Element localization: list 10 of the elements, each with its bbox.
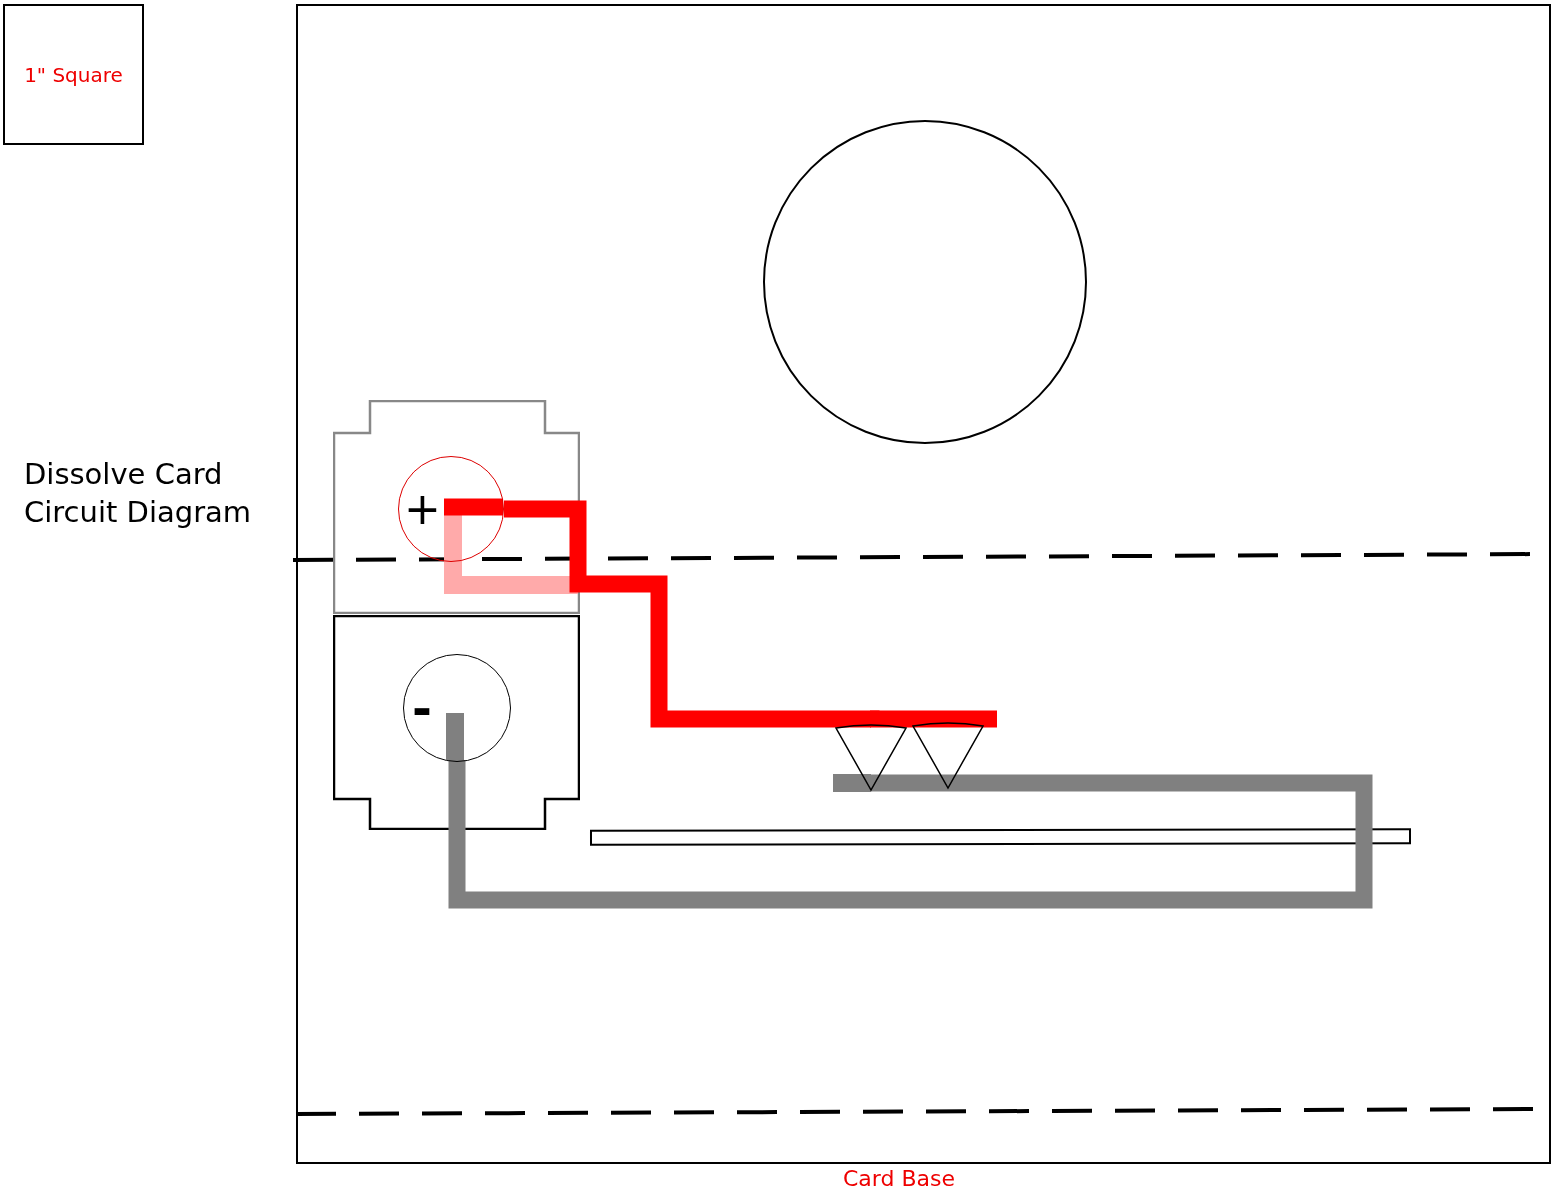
square-box: 1" Square — [3, 4, 144, 145]
circle — [763, 120, 1087, 444]
wire — [504, 500, 880, 729]
title: Dissolve Card Circuit Diagram — [24, 456, 253, 531]
battery-holder — [333, 400, 580, 614]
node-label: Card Base — [843, 1166, 956, 1191]
battery-holder — [333, 615, 580, 830]
card-outline — [296, 4, 1551, 1164]
wire — [448, 760, 1373, 909]
strip-bar — [590, 828, 1411, 846]
